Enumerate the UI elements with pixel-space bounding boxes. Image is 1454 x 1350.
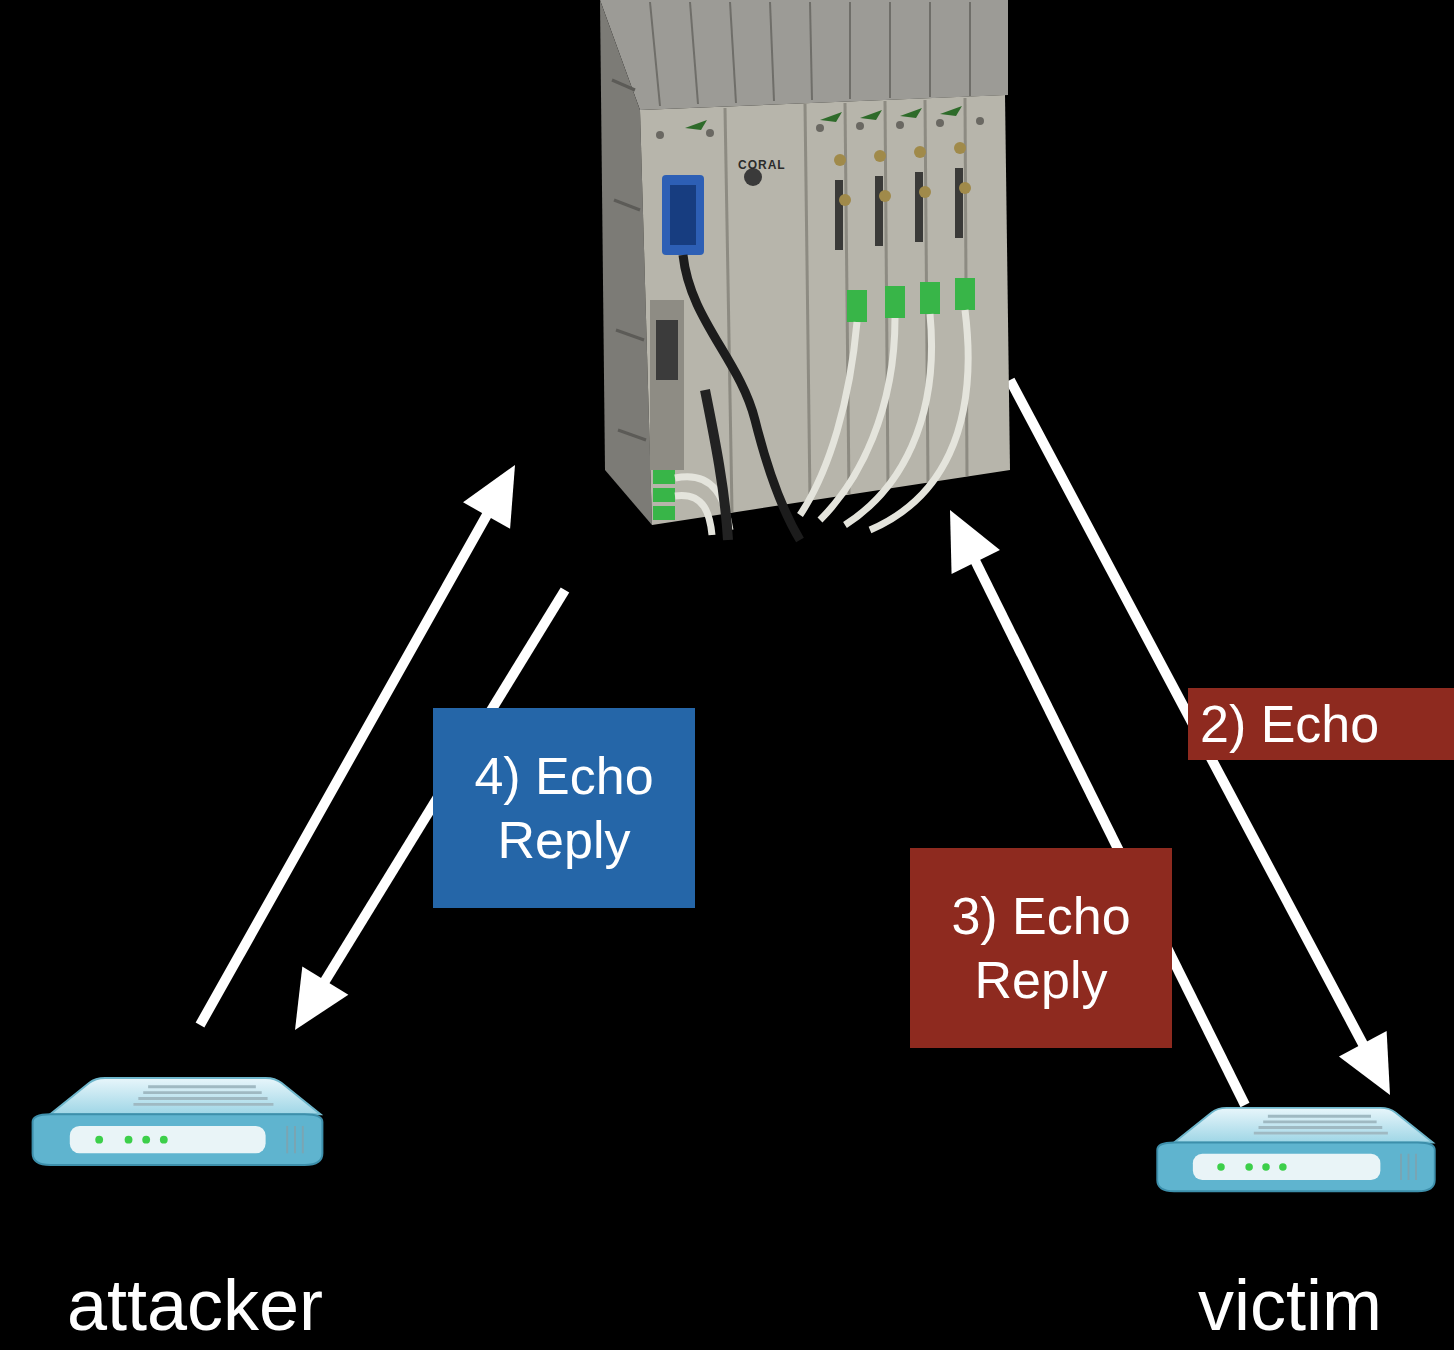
step-text: 4) Echo Reply [447, 744, 681, 872]
step-text: 2) Echo [1200, 692, 1442, 756]
arrowhead [1339, 1031, 1390, 1095]
step-label: 3) Echo Reply [910, 848, 1172, 1048]
step-text: 3) Echo Reply [924, 884, 1158, 1012]
arrowhead [295, 966, 348, 1030]
router-icon [1155, 1105, 1437, 1195]
node-label: attacker [15, 1265, 375, 1345]
router-chassis: CORAL [500, 0, 1030, 600]
node-label: victim [1130, 1265, 1450, 1345]
router-chassis-illustration [500, 0, 1030, 545]
step-label: 2) Echo [1188, 688, 1454, 760]
victim-router: victim [1130, 1090, 1450, 1345]
brand-label: CORAL [738, 158, 786, 172]
step-label: 4) Echo Reply [433, 708, 695, 908]
arrowhead [463, 465, 515, 529]
router-icon [30, 1075, 325, 1169]
attacker-router: attacker [15, 1025, 375, 1345]
arrowhead [950, 510, 1000, 574]
